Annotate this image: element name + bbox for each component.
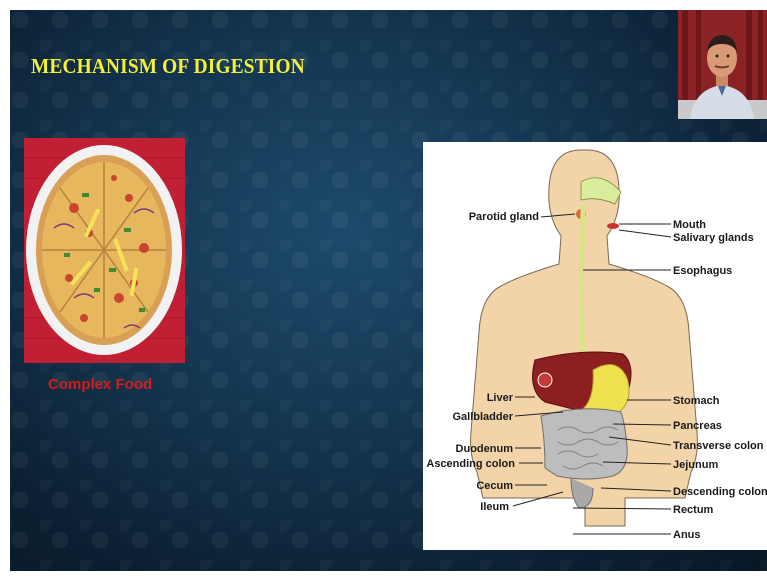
label-transverse-colon: Transverse colon	[673, 440, 764, 452]
pizza-image	[24, 138, 185, 363]
label-pancreas: Pancreas	[673, 420, 722, 432]
food-caption: Complex Food	[48, 376, 152, 393]
pizza-icon	[24, 138, 185, 363]
presenter-webcam	[678, 10, 767, 119]
presenter-icon	[678, 10, 767, 119]
digestive-system-diagram: Parotid gland Liver Gallbladder Duodenum…	[423, 142, 767, 550]
frame-bottom	[0, 571, 767, 581]
label-liver: Liver	[487, 392, 514, 404]
label-salivary-glands: Salivary glands	[673, 232, 754, 244]
label-cecum: Cecum	[476, 480, 513, 492]
label-jejunum: Jejunum	[673, 459, 718, 471]
frame-left	[0, 0, 10, 581]
label-parotid-gland: Parotid gland	[469, 211, 539, 223]
label-stomach: Stomach	[673, 395, 720, 407]
label-ileum: Ileum	[480, 501, 509, 513]
label-gallbladder: Gallbladder	[452, 411, 513, 423]
label-rectum: Rectum	[673, 504, 714, 516]
label-descending-colon: Descending colon	[673, 486, 767, 498]
label-duodenum: Duodenum	[456, 443, 514, 455]
slide-title: MECHANISM OF DIGESTION	[31, 54, 305, 79]
label-anus: Anus	[673, 529, 701, 541]
label-mouth: Mouth	[673, 219, 706, 231]
frame-top	[0, 0, 767, 10]
label-ascending-colon: Ascending colon	[426, 458, 515, 470]
label-esophagus: Esophagus	[673, 265, 732, 277]
